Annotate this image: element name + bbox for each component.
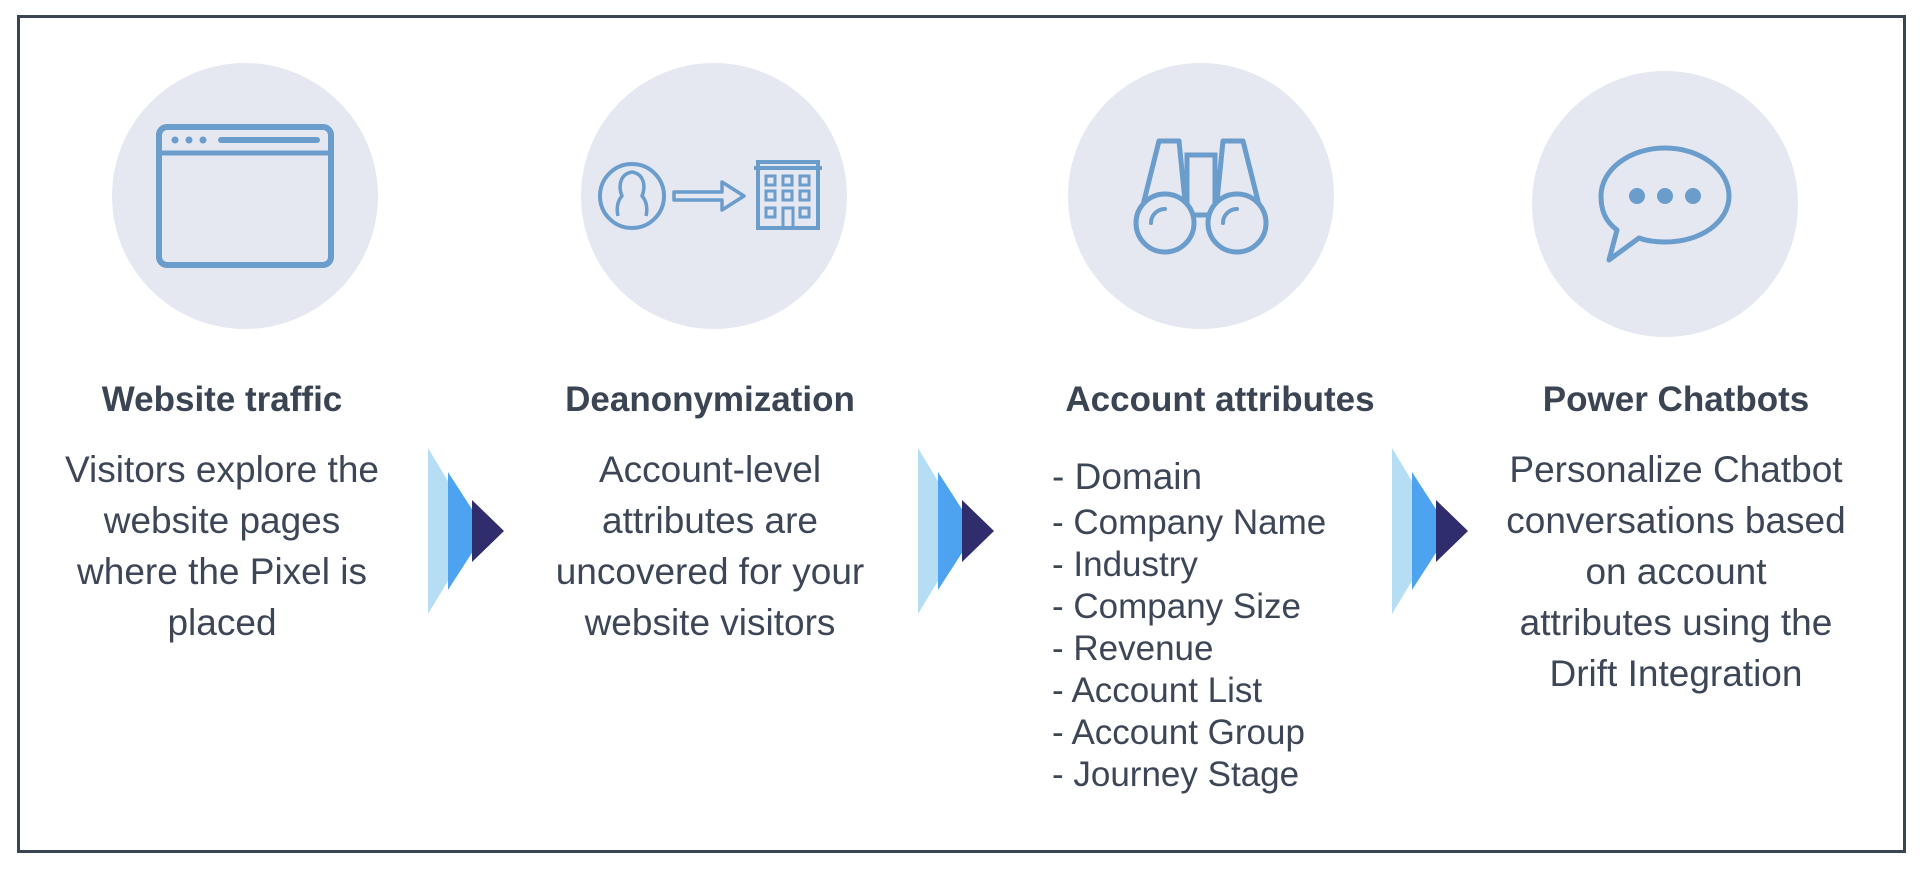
- step-1-icon-circle: [112, 63, 378, 329]
- step-3-icon-circle: [1068, 63, 1334, 329]
- step-1-title: Website traffic: [101, 380, 343, 419]
- step-1-description: Visitors explore the website pages where…: [42, 444, 402, 648]
- desc-line: conversations based: [1506, 500, 1846, 541]
- step-2-icon-circle: [581, 63, 847, 329]
- list-item: - Journey Stage: [1052, 755, 1300, 794]
- person-to-building-icon: [598, 160, 822, 230]
- list-item: - Company Name: [1052, 503, 1327, 542]
- list-item: - Company Size: [1052, 587, 1301, 626]
- desc-line: on account: [1585, 551, 1767, 592]
- desc-line: Drift Integration: [1549, 653, 1803, 694]
- desc-line: Account-level: [598, 449, 822, 490]
- step-4-icon-circle: [1532, 71, 1798, 337]
- desc-line: website visitors: [584, 602, 836, 643]
- list-item: - Account List: [1052, 671, 1263, 710]
- desc-line: website pages: [103, 500, 341, 541]
- browser-window-icon: [156, 124, 334, 268]
- step-2-title: Deanonymization: [565, 380, 855, 419]
- step-2-description: Account-level attributes are uncovered f…: [530, 444, 890, 648]
- step-4-description: Personalize Chatbot conversations based …: [1476, 444, 1876, 699]
- desc-line: where the Pixel is: [77, 551, 367, 592]
- flow-arrow-1-icon: [428, 448, 504, 614]
- list-item: - Industry: [1052, 545, 1198, 584]
- step-4-title: Power Chatbots: [1542, 380, 1810, 419]
- step-3-title: Account attributes: [1065, 380, 1375, 419]
- desc-line: Personalize Chatbot: [1509, 449, 1843, 490]
- account-attributes-list: - Domain - Company Name - Industry - Com…: [1052, 452, 1326, 796]
- flow-arrow-2-icon: [918, 448, 994, 614]
- list-item: - Domain: [1052, 456, 1203, 497]
- desc-line: Visitors explore the: [65, 449, 379, 490]
- binoculars-icon: [1133, 138, 1269, 255]
- list-item: - Account Group: [1052, 713, 1305, 752]
- flow-arrow-3-icon: [1392, 448, 1468, 614]
- desc-line: attributes are: [602, 500, 818, 541]
- list-item: - Revenue: [1052, 629, 1214, 668]
- desc-line: uncovered for your: [555, 551, 865, 592]
- chat-bubble-icon: [1598, 145, 1732, 263]
- desc-line: placed: [167, 602, 277, 643]
- diagram-frame: [17, 15, 1906, 853]
- desc-line: attributes using the: [1519, 602, 1833, 643]
